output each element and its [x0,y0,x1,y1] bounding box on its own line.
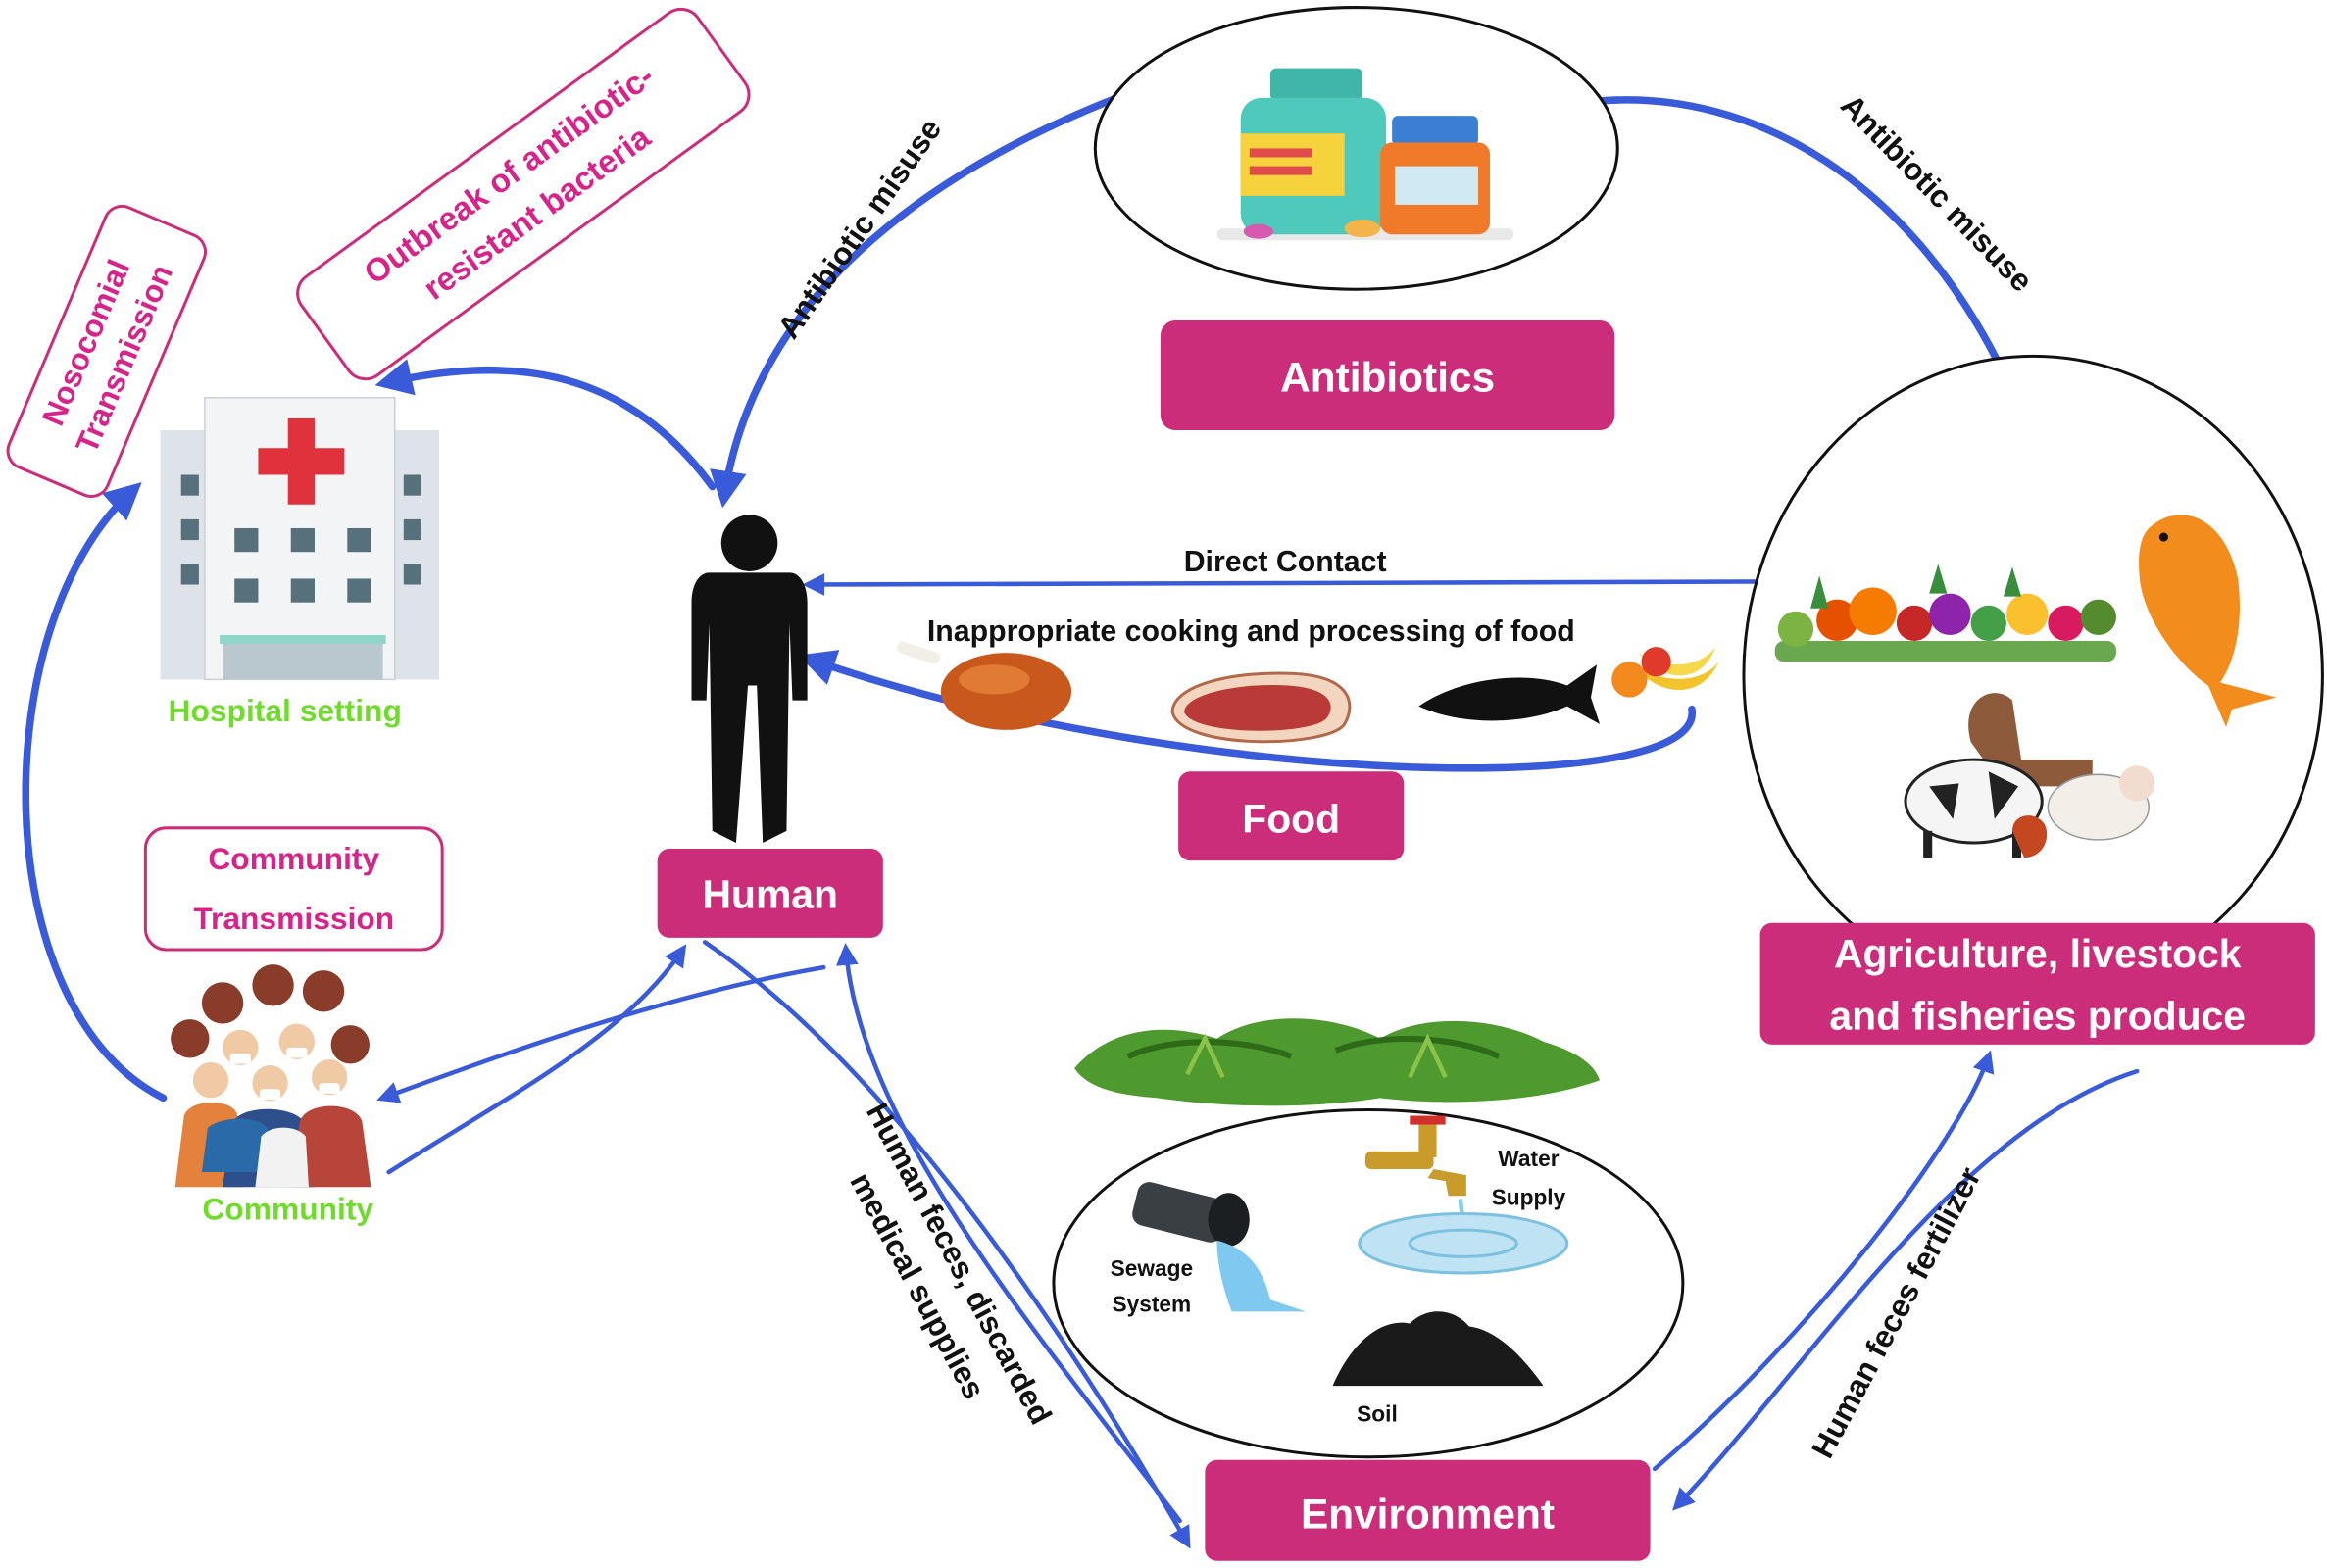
nosocomial-callout: Nosocomial Transmission [6,204,207,499]
cooking-label: Inappropriate cooking and processing of … [927,615,1575,648]
arrow-human-to-community [376,964,826,1103]
water-line1: Water [1498,1146,1559,1171]
arrow-antibiotics-to-agriculture [1596,96,2017,399]
human-box [657,849,883,938]
crowd-people-icon [171,964,371,1188]
environment-box [1205,1459,1651,1561]
water-tap-icon [1358,1115,1569,1275]
arrow-environment-to-human [835,943,1182,1524]
hospital-building-icon [160,396,440,681]
food-label: Food [1242,796,1340,841]
goldfish-icon [2139,514,2277,727]
medicine-bottles-icon [1216,68,1514,241]
community-callout: Community Transmission [143,826,444,952]
sewage-line1: Sewage [1111,1255,1194,1281]
antibiotics-label: Antibiotics [1280,355,1495,401]
farm-animals-icon [1904,693,2155,858]
community-transmission-line1: Community [208,841,379,876]
agriculture-ellipse [1742,354,2324,996]
direct-contact-label: Direct Contact [1184,546,1387,578]
arrow-antibiotics-to-human [710,92,1124,509]
arrow-environment-to-agriculture [1652,1050,1995,1472]
fruits-icon [1611,647,1719,698]
fish-icon [1418,664,1601,724]
vegetables-icon [1774,564,2116,662]
arrow-community-to-human [386,944,687,1175]
outbreak-callout: Outbreak of antibiotic- resistant bacter… [296,7,751,381]
arrow-agriculture-to-environment [1672,1068,2140,1511]
hospital-label: Hospital setting [169,693,402,728]
community-label: Community [202,1192,373,1227]
arrow-human-to-hospital [374,359,717,491]
human-label: Human [703,872,838,917]
agriculture-line2: and fisheries produce [1829,994,2246,1039]
arrows [22,92,2140,1549]
steak-icon [1170,671,1352,744]
arrow-human-to-environment [702,940,1191,1549]
environment-label: Environment [1301,1491,1555,1537]
antibiotic-misuse-left-label: Antibiotic misuse [770,112,948,345]
arrow-agriculture-to-human-direct [802,573,1761,596]
human-silhouette-icon [691,514,808,843]
soil-pile-icon [1332,1311,1544,1387]
antibiotics-box [1160,320,1615,431]
sewage-pipe-icon [1132,1182,1307,1312]
agriculture-box [1759,922,2315,1045]
sewage-line2: System [1112,1291,1191,1316]
soil-label: Soil [1357,1400,1398,1426]
agriculture-line1: Agriculture, livestock [1834,931,2242,976]
plants-foliage-icon [1074,1018,1601,1106]
community-transmission-line2: Transmission [193,901,394,936]
arrow-community-to-hospital [22,482,168,1102]
food-box [1178,771,1405,861]
chicken-leg-icon [897,641,1072,730]
water-line2: Supply [1492,1184,1566,1209]
